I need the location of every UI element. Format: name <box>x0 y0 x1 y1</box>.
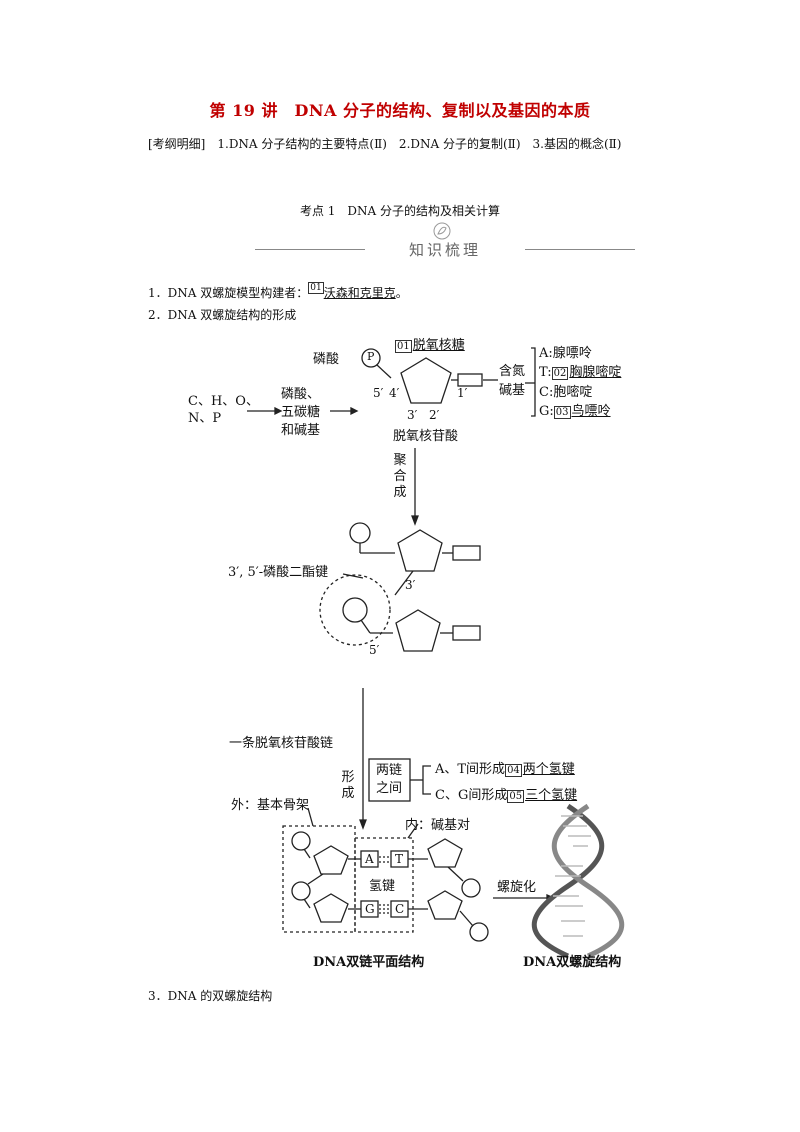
diagram-2-graphics <box>282 688 625 959</box>
helix-structure-caption: DNA双螺旋结构 <box>523 955 622 970</box>
knowledge-banner: 知识梳理 <box>255 222 635 266</box>
phosphate-circle <box>361 348 381 368</box>
item-1-prefix: 1．DNA 双螺旋模型构建者： <box>148 286 309 300</box>
phosphate-symbol: P <box>367 350 375 363</box>
section-title: 考点 1 DNA 分子的结构及相关计算 <box>299 204 501 218</box>
polymerize-label: 聚 合 成 <box>393 453 407 501</box>
base-g-answer: 鸟嘌呤 <box>571 404 611 419</box>
item-3: 3．DNA 的双螺旋结构 <box>148 989 273 1003</box>
spiral-label: 螺旋化 <box>497 880 537 895</box>
pair-base-t: T <box>395 852 404 866</box>
bond-5-prime: 5′ <box>369 643 380 657</box>
bond-3-prime: 3′ <box>405 578 416 592</box>
plane-structure-caption: DNA双链平面结构 <box>313 955 425 970</box>
nucleotide-label: 脱氧核苷酸 <box>393 429 459 444</box>
leaf-emblem-icon <box>433 222 451 240</box>
sugar-pentagon <box>400 357 452 404</box>
pair-base-a: A <box>365 852 374 866</box>
base-a: A:腺嘌呤 <box>539 346 592 361</box>
polymerize-char-2: 合 <box>393 469 407 484</box>
syllabus-outline: [考纲明细] 1.DNA 分子结构的主要特点(Ⅱ) 2.DNA 分子的复制(Ⅱ)… <box>148 137 622 151</box>
elements-label: C、H、O、 N、P <box>188 393 259 427</box>
base-t-answer: 胸腺嘧啶 <box>569 365 622 380</box>
answer-number: 01 <box>308 282 324 294</box>
between-strands-label: 两链 之间 <box>376 762 402 798</box>
at-number: 04 <box>505 764 522 777</box>
page-title: 第 19 讲 DNA 分子的结构、复制以及基因的本质 <box>209 101 591 120</box>
banner-rule-right <box>525 249 635 250</box>
base-c: C:胞嘧啶 <box>539 385 593 400</box>
inner-base-pair-label: 内：碱基对 <box>405 818 471 833</box>
base-label: 含氮 碱基 <box>499 362 525 400</box>
cg-prefix: C、G间形成 <box>435 788 508 803</box>
hydrogen-bond-label: 氢键 <box>369 879 396 894</box>
pair-base-c: C <box>395 902 405 916</box>
carbon-5: 5′ <box>373 386 384 400</box>
between-line-2: 之间 <box>376 781 403 796</box>
carbon-3: 3′ <box>407 408 418 422</box>
form-label: 形 成 <box>341 770 355 802</box>
cg-answer: 三个氢键 <box>525 788 578 803</box>
elements-line-1: C、H、O、 <box>188 394 259 409</box>
base-label-2: 碱基 <box>499 383 526 398</box>
elements-line-2: N、P <box>188 411 222 426</box>
double-helix-icon <box>531 803 625 959</box>
base-label-1: 含氮 <box>499 364 526 379</box>
polymerize-char-3: 成 <box>393 485 407 500</box>
item-1-suffix: 。 <box>395 286 408 300</box>
sugar-answer: 脱氧核糖 <box>412 338 465 353</box>
pair-base-g: G <box>365 902 375 916</box>
outer-backbone-label: 外：基本骨架 <box>231 798 310 813</box>
carbon-1: 1′ <box>457 386 468 400</box>
form-char-2: 成 <box>341 786 355 801</box>
cg-number: 05 <box>507 790 525 803</box>
chain-label: 一条脱氧核苷酸链 <box>229 736 334 751</box>
raw-line-3: 和碱基 <box>281 423 321 438</box>
base-t-number: 02 <box>551 367 569 380</box>
carbon-2: 2′ <box>429 408 440 422</box>
raw-materials-label: 磷酸、 五碳糖 和碱基 <box>281 386 320 440</box>
polymerize-char-1: 聚 <box>393 453 407 468</box>
banner-rule-left <box>255 249 365 250</box>
at-answer: 两个氢键 <box>522 762 575 777</box>
raw-line-1: 磷酸、 <box>281 387 321 402</box>
phosphate-label: 磷酸 <box>313 352 340 367</box>
diagram-1-graphics <box>247 347 536 652</box>
carbon-4: 4′ <box>389 386 400 400</box>
base-t-prefix: T: <box>539 365 552 380</box>
sugar-number: 01 <box>395 340 412 353</box>
at-prefix: A、T间形成 <box>435 762 506 777</box>
phosphodiester-bond-label: 3′, 5′-磷酸二酯键 <box>228 565 329 580</box>
between-line-1: 两链 <box>376 763 403 778</box>
banner-text: 知识梳理 <box>408 241 481 259</box>
raw-line-2: 五碳糖 <box>281 405 321 420</box>
form-char-1: 形 <box>341 770 355 785</box>
item-2: 2．DNA 双螺旋结构的形成 <box>148 308 297 322</box>
base-g-prefix: G: <box>539 404 554 419</box>
item-1-answer: 沃森和克里克 <box>323 286 396 300</box>
base-g-number: 03 <box>553 406 571 419</box>
